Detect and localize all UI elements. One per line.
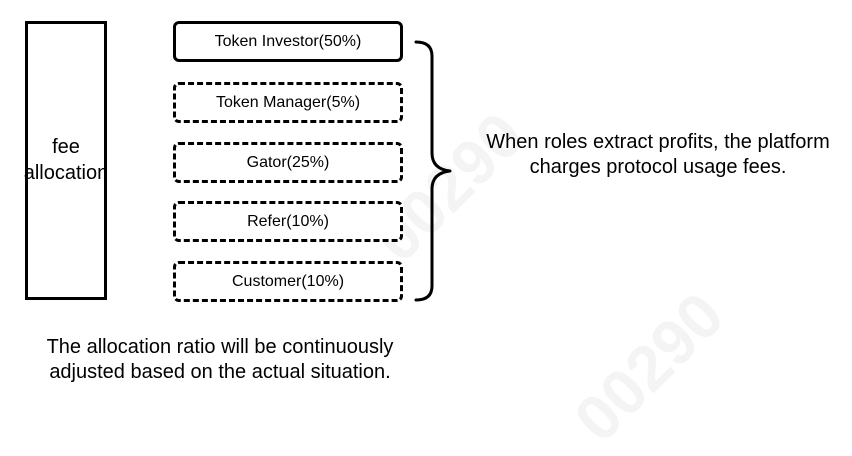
role-box-token-manager: Token Manager(5%) <box>173 82 403 123</box>
role-box-customer: Customer(10%) <box>173 261 403 302</box>
role-box-refer: Refer(10%) <box>173 201 403 242</box>
fee-allocation-box <box>25 21 107 300</box>
role-label-token-manager: Token Manager(5%) <box>215 93 361 111</box>
role-label-token-investor: Token Investor(50%) <box>214 32 362 50</box>
role-label-customer: Customer(10%) <box>231 272 345 290</box>
role-label-refer: Refer(10%) <box>247 212 329 230</box>
role-box-token-investor: Token Investor(50%) <box>173 21 403 62</box>
role-box-gator: Gator(25%) <box>173 142 403 183</box>
allocation-note: The allocation ratio will be continuousl… <box>46 336 394 383</box>
curly-brace <box>414 40 452 302</box>
watermark: 00290 <box>560 278 738 456</box>
fee-allocation-label: fee allocation <box>23 136 109 184</box>
profit-note: When roles extract profits, the platform… <box>486 131 830 178</box>
role-label-gator: Gator(25%) <box>246 153 330 171</box>
